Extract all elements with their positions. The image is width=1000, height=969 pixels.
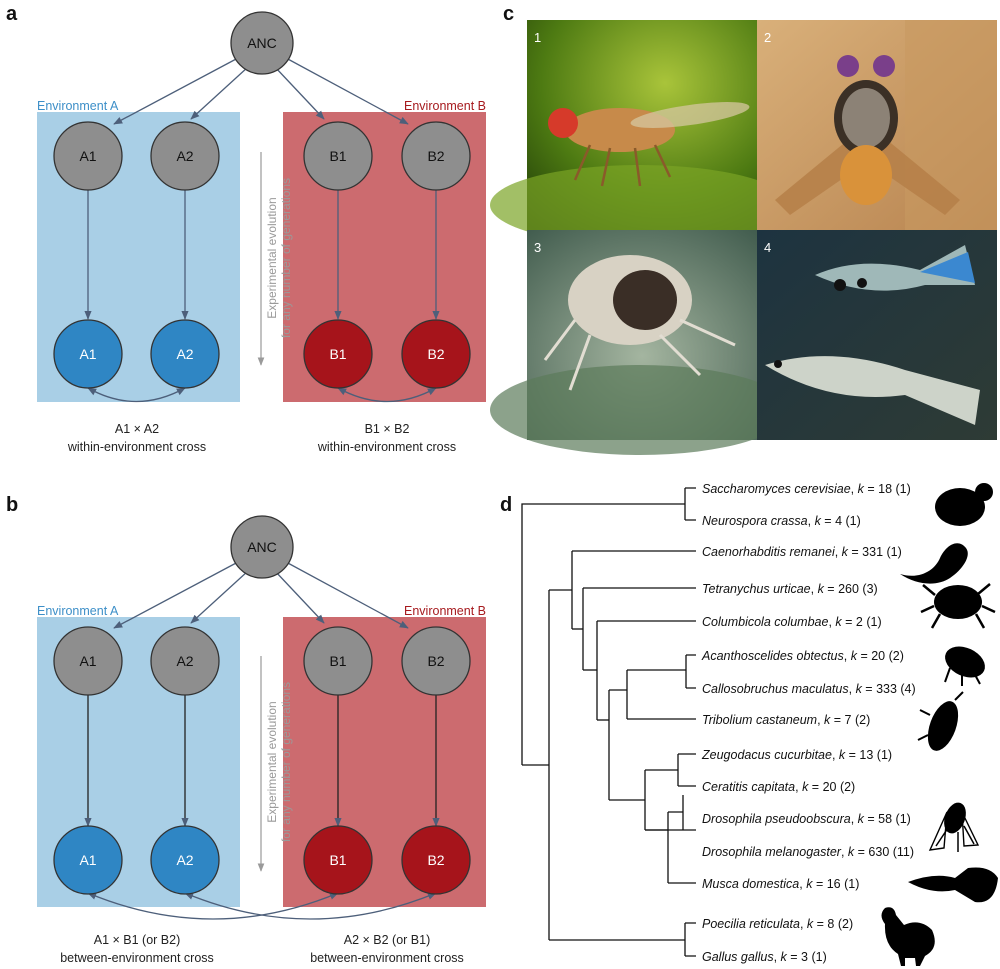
bottom-node-a2: A2 [150, 825, 220, 895]
panel-c: c 1 2 [490, 3, 997, 455]
caption-right-line-2: between-environment cross [310, 951, 464, 965]
top-node-b2: B2 [401, 626, 471, 696]
svg-text:B1: B1 [329, 148, 346, 164]
bottom-node-b1: B1 [303, 319, 373, 389]
bottom-node-b2: B2 [401, 319, 471, 389]
yeast-silhouette [935, 483, 993, 526]
bottom-node-a1: A1 [53, 825, 123, 895]
species-label: Caenorhabditis remanei, k = 331 (1) [702, 545, 902, 559]
caption-left-line-1: A1 × B1 (or B2) [94, 933, 181, 947]
caption-left-line-2: between-environment cross [60, 951, 214, 965]
phylogenetic-tree [521, 487, 696, 957]
svg-text:A2: A2 [176, 852, 193, 868]
worm-silhouette [900, 543, 968, 584]
anc-node: ANC [230, 11, 294, 75]
evolution-label-line-1: Experimental evolution [265, 197, 279, 318]
species-label: Drosophila melanogaster, k = 630 (11) [702, 845, 914, 859]
panel-d: d Saccharomyces cere [500, 482, 998, 966]
svg-text:B1: B1 [329, 852, 346, 868]
photo-number-2: 2 [764, 30, 771, 45]
beetle-silhouette [944, 646, 985, 686]
photo-3-tetranychus: 3 [490, 230, 790, 455]
caption-right-line-2: within-environment cross [317, 440, 456, 454]
photo-2-ceratitis: 2 [757, 20, 997, 230]
species-label: Callosobruchus maculatus, k = 333 (4) [702, 682, 916, 696]
species-label: Gallus gallus, k = 3 (1) [702, 950, 827, 964]
species-label: Drosophila pseudoobscura, k = 58 (1) [702, 812, 911, 826]
panel-letter-d: d [500, 494, 512, 516]
photo-1-drosophila: 1 [490, 20, 790, 245]
caption-left-line-1: A1 × A2 [115, 422, 159, 436]
svg-text:B2: B2 [427, 852, 444, 868]
fly-silhouette [928, 802, 980, 852]
panel-b: b Environment A Environment B Experiment… [6, 494, 486, 965]
panel-letter-c: c [503, 3, 514, 25]
svg-text:A1: A1 [79, 852, 96, 868]
species-label: Tetranychus urticae, k = 260 (3) [702, 582, 878, 596]
svg-text:A1: A1 [79, 653, 96, 669]
mite-silhouette [920, 583, 996, 629]
species-label: Acanthoscelides obtectus, k = 20 (2) [701, 649, 904, 663]
rooster-silhouette [881, 907, 935, 966]
guppy-silhouette [908, 867, 998, 903]
top-node-a1: A1 [53, 121, 123, 191]
svg-text:B2: B2 [427, 653, 444, 669]
bottom-node-b1: B1 [303, 825, 373, 895]
top-node-a2: A2 [150, 121, 220, 191]
top-node-b1: B1 [303, 626, 373, 696]
svg-text:A2: A2 [176, 148, 193, 164]
environment-b-label: Environment B [404, 604, 486, 618]
caption-right-line-1: B1 × B2 [365, 422, 410, 436]
flour-beetle-silhouette [917, 691, 964, 751]
environment-a-label: Environment A [37, 604, 119, 618]
bottom-node-a2: A2 [150, 319, 220, 389]
svg-text:A1: A1 [79, 346, 96, 362]
species-label: Ceratitis capitata, k = 20 (2) [702, 780, 855, 794]
svg-text:ANC: ANC [247, 539, 277, 555]
photo-4-poecilia: 4 [757, 230, 997, 440]
species-label: Tribolium castaneum, k = 7 (2) [702, 713, 870, 727]
species-label: Columbicola columbae, k = 2 (1) [702, 615, 882, 629]
svg-text:B1: B1 [329, 346, 346, 362]
photo-number-1: 1 [534, 30, 541, 45]
svg-text:A2: A2 [176, 346, 193, 362]
svg-text:A1: A1 [79, 148, 96, 164]
svg-text:B2: B2 [427, 346, 444, 362]
species-label: Musca domestica, k = 16 (1) [702, 877, 859, 891]
evolution-label-line-2: for any number of generations [279, 682, 293, 842]
species-label: Neurospora crassa, k = 4 (1) [702, 514, 861, 528]
svg-text:B2: B2 [427, 148, 444, 164]
species-label: Saccharomyces cerevisiae, k = 18 (1) [702, 482, 911, 496]
evolution-label-line-1: Experimental evolution [265, 701, 279, 822]
environment-b-label: Environment B [404, 99, 486, 113]
bottom-node-b2: B2 [401, 825, 471, 895]
evolution-label-line-2: for any number of generations [279, 178, 293, 338]
top-node-b2: B2 [401, 121, 471, 191]
top-node-a2: A2 [150, 626, 220, 696]
svg-text:B1: B1 [329, 653, 346, 669]
photo-number-3: 3 [534, 240, 541, 255]
caption-left-line-2: within-environment cross [67, 440, 206, 454]
species-label: Poecilia reticulata, k = 8 (2) [702, 917, 853, 931]
svg-text:ANC: ANC [247, 35, 277, 51]
panel-letter-a: a [6, 3, 18, 25]
species-label: Zeugodacus cucurbitae, k = 13 (1) [701, 748, 892, 762]
photo-number-4: 4 [764, 240, 771, 255]
caption-right-line-1: A2 × B2 (or B1) [344, 933, 431, 947]
panel-letter-b: b [6, 494, 18, 516]
top-node-a1: A1 [53, 626, 123, 696]
panel-a: a Environment A Environment B Experiment… [6, 3, 486, 454]
svg-text:A2: A2 [176, 653, 193, 669]
bottom-node-a1: A1 [53, 319, 123, 389]
anc-node: ANC [230, 515, 294, 579]
top-node-b1: B1 [303, 121, 373, 191]
environment-a-label: Environment A [37, 99, 119, 113]
